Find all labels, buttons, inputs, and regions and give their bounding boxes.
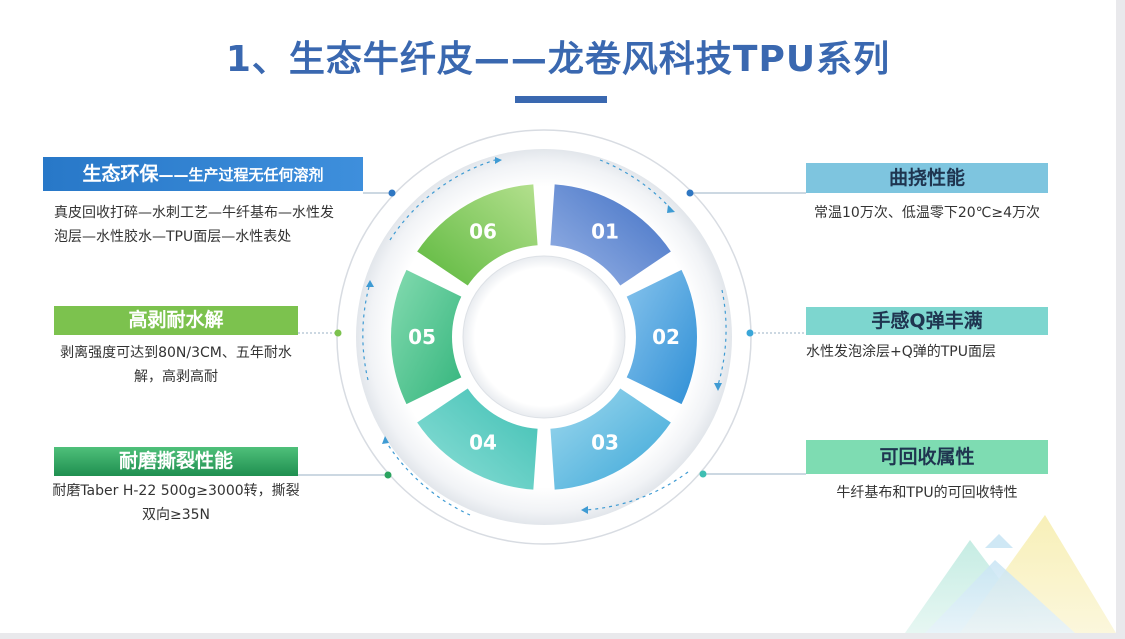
eco-title: 生态环保 <box>82 163 159 185</box>
feel-header-bg <box>806 307 1048 335</box>
segment-label-02: 02 <box>652 325 680 349</box>
wear-header: 耐磨撕裂性能 <box>118 450 233 472</box>
eco-header-bg <box>43 157 363 191</box>
wear-desc: 耐磨Taber H-22 500g≥3000转，撕裂双向≥35N <box>52 483 300 523</box>
wear-header-bg <box>54 447 298 476</box>
segment-02 <box>626 269 697 405</box>
connector-dots <box>334 189 754 479</box>
slide-title: 1、生态牛纤皮——龙卷风科技TPU系列 <box>225 39 891 80</box>
segment-06 <box>417 184 538 286</box>
segment-04 <box>417 388 538 490</box>
segment-label-03: 03 <box>591 431 619 455</box>
feel-header: 手感Q弹丰满 <box>871 310 983 332</box>
eco-desc: 真皮回收打碎—水刺工艺—牛纤基布—水性发泡层—水性胶水—TPU面层—水性表处 <box>54 205 334 245</box>
inner-circle <box>462 255 626 419</box>
segment-05 <box>391 269 462 405</box>
recycle-header: 可回收属性 <box>879 446 975 468</box>
peel-header-bg <box>54 306 298 335</box>
segment-01 <box>550 184 671 286</box>
segments-layer: 01 02 03 04 05 06 <box>391 184 697 490</box>
peel-desc: 剥离强度可达到80N/3CM、五年耐水解，高剥高耐 <box>60 345 292 385</box>
decorative-triangles <box>905 515 1116 633</box>
eco-subtitle: ——生产过程无任何溶剂 <box>158 166 324 184</box>
orbit-arrow-heads <box>366 157 722 514</box>
segment-label-01: 01 <box>591 219 619 243</box>
flex-header: 曲挠性能 <box>888 167 965 189</box>
peel-header: 高剥耐水解 <box>128 309 224 331</box>
segment-label-05: 05 <box>408 325 436 349</box>
feel-desc: 水性发泡涂层+Q弹的TPU面层 <box>806 344 996 360</box>
flex-header-bg <box>806 163 1048 193</box>
flex-desc: 常温10万次、低温零下20℃≥4万次 <box>814 205 1040 221</box>
eco-header: 生态环保——生产过程无任何溶剂 <box>43 159 363 189</box>
orbit-arrows <box>362 159 727 516</box>
title-underline <box>515 96 607 103</box>
recycle-desc: 牛纤基布和TPU的可回收特性 <box>836 485 1018 501</box>
segment-label-06: 06 <box>469 219 497 243</box>
connector-lines <box>298 192 806 476</box>
recycle-header-bg <box>806 440 1048 474</box>
segment-03 <box>550 388 671 490</box>
segment-label-04: 04 <box>469 431 497 455</box>
